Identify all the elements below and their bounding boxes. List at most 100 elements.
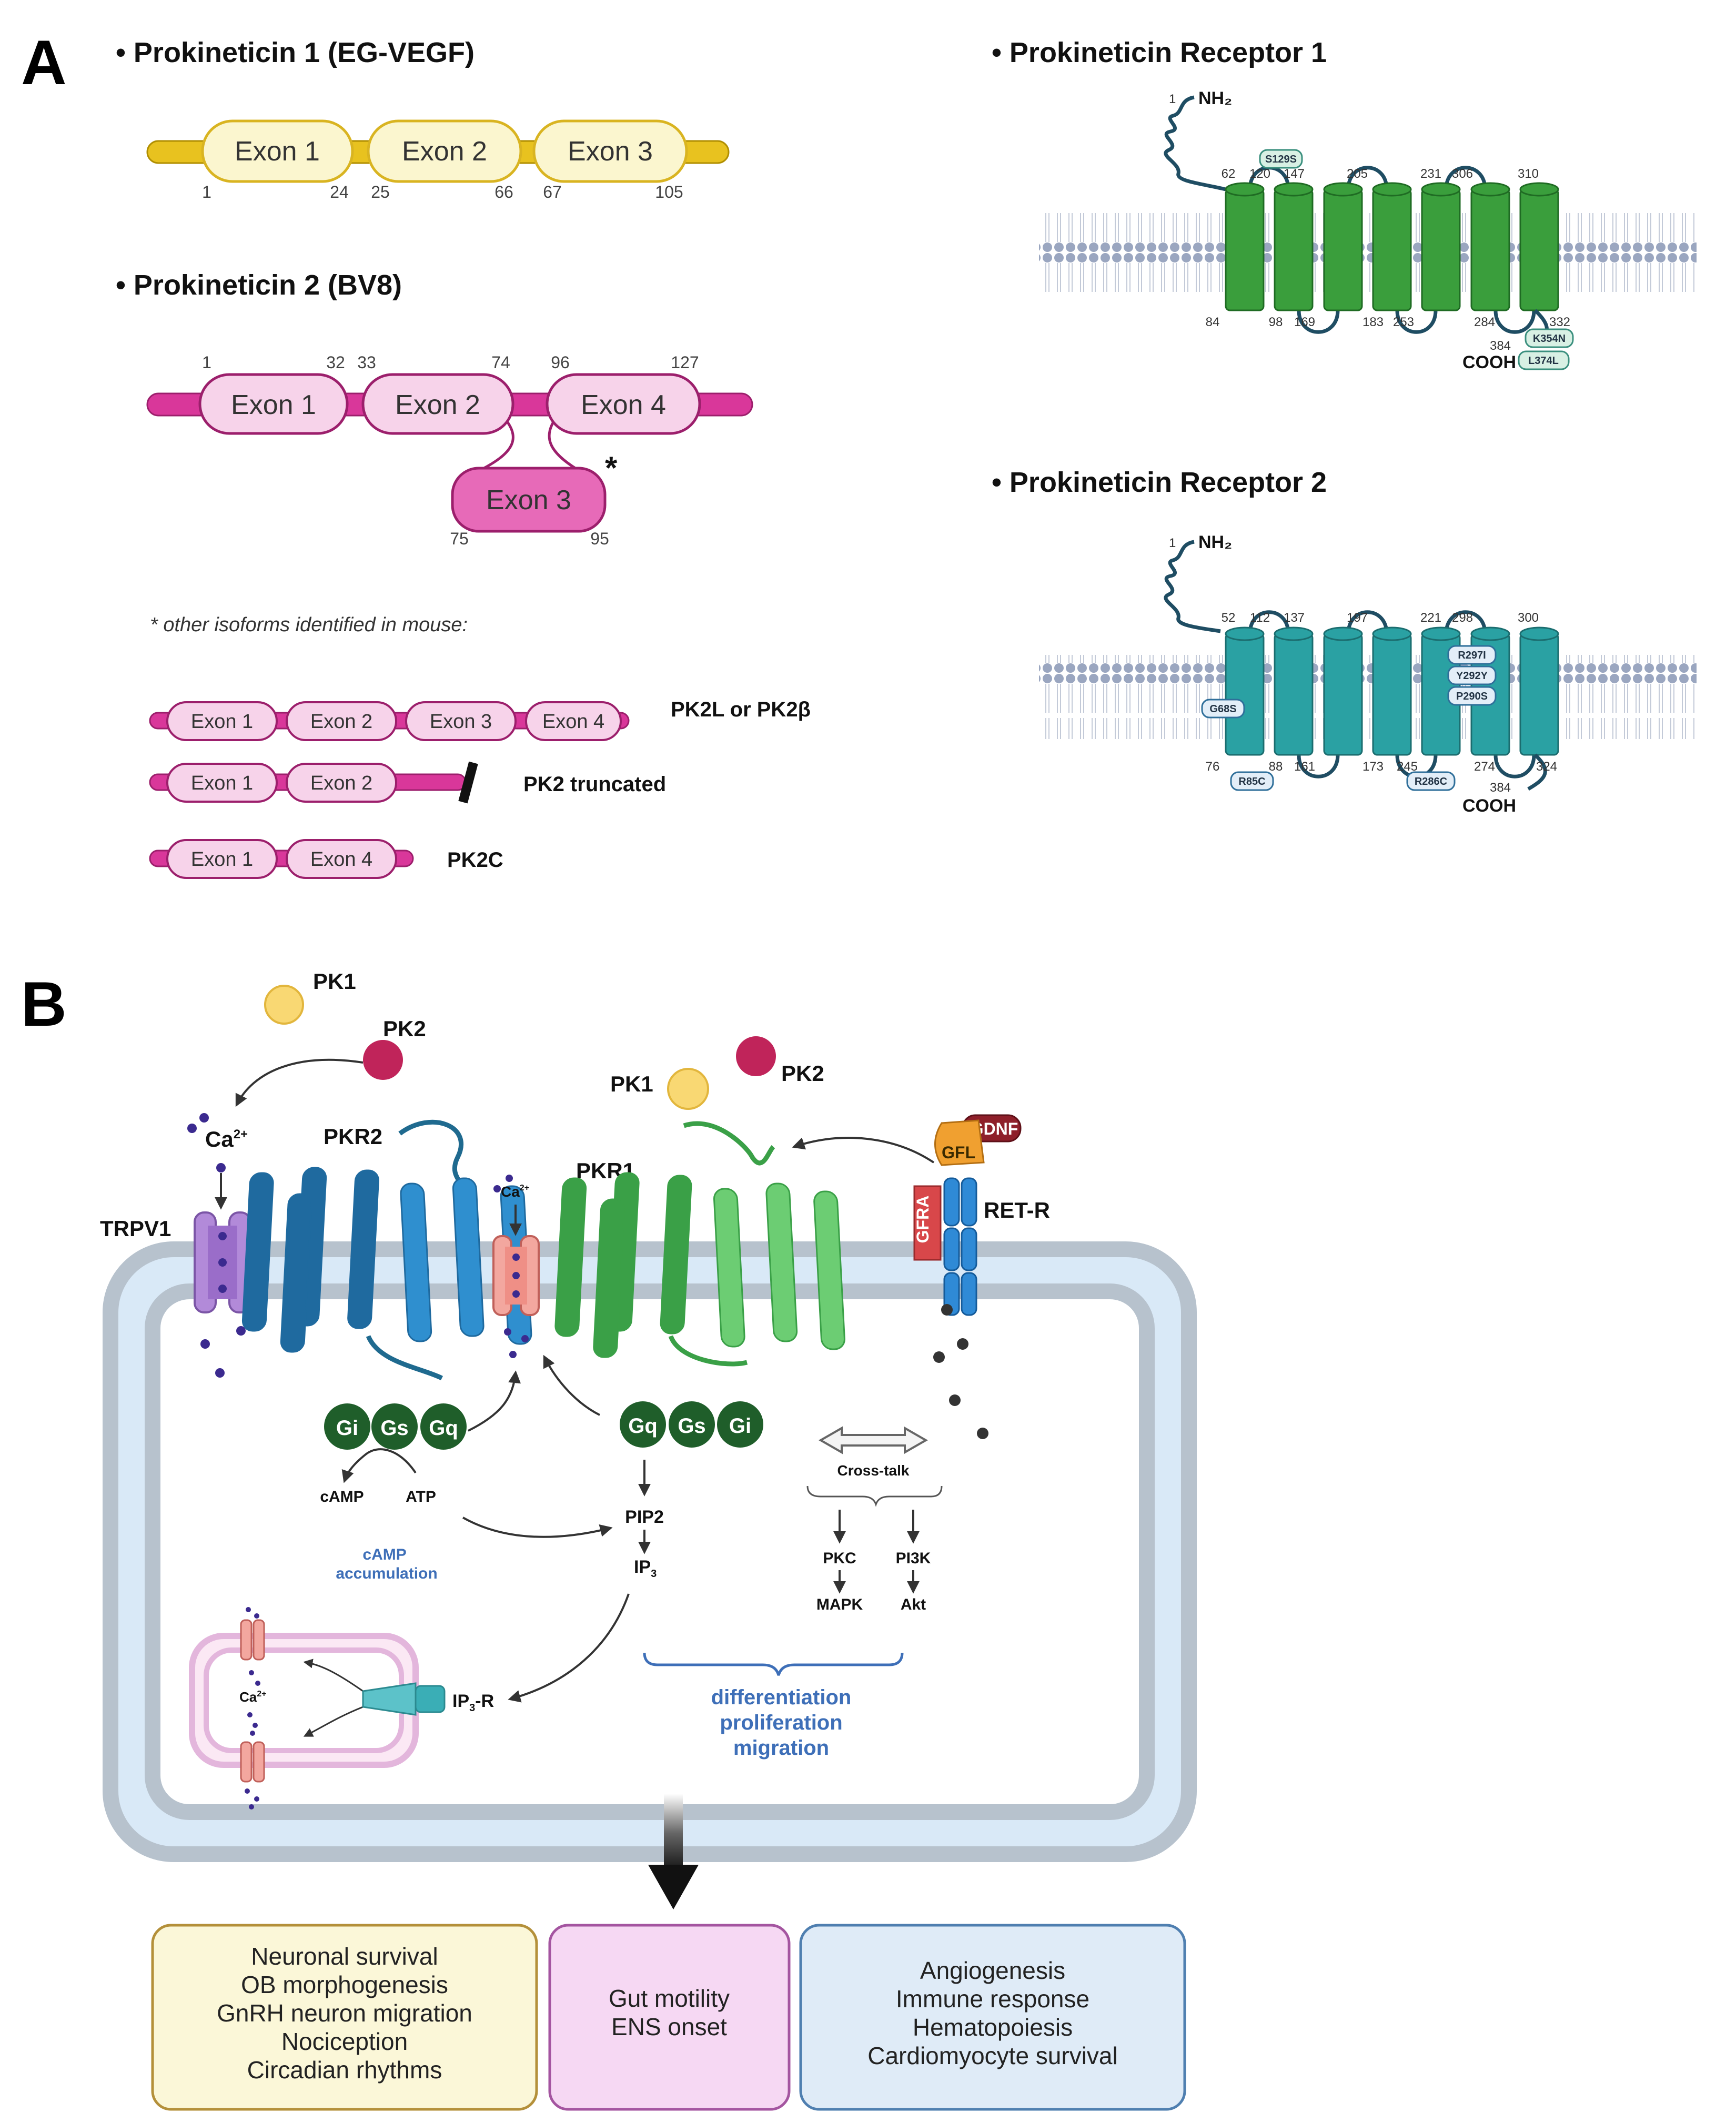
pkr1-num: 84 [1206, 315, 1220, 329]
ca-channel-icon [492, 1235, 540, 1316]
tm-helix [1470, 188, 1510, 311]
isoform-exon-label: Exon 1 [191, 772, 253, 794]
er-ca-label: Ca2+ [239, 1689, 267, 1705]
pkr2-num: 300 [1518, 611, 1539, 625]
pkr1-num: 120 [1249, 167, 1270, 181]
gfl-icon: GFL [934, 1119, 985, 1166]
pkr2-mutation-badge [1447, 686, 1497, 706]
pkr1-c-terminus: COOH [1462, 352, 1516, 372]
tm-helix [1519, 633, 1559, 756]
pkr1-mutation: S129S [1265, 154, 1297, 165]
pkr1-receptor-c-tail [668, 1335, 748, 1367]
pkr1-num: 284 [1474, 315, 1495, 329]
pk1-pos: 105 [655, 183, 683, 201]
pk1-title: • Prokineticin 1 (EG-VEGF) [116, 37, 475, 68]
pk2-exon-4-label: Exon 4 [581, 390, 666, 420]
pkr1-membrane [1039, 210, 1697, 295]
neuro-function: Neuronal survival [251, 1943, 438, 1970]
pk1-ligand-icon [667, 1068, 709, 1110]
trpv1-label: TRPV1 [100, 1216, 171, 1241]
pkr2-c-tail [1527, 753, 1547, 791]
pk1-gene-diagram: • Prokineticin 1 (EG-VEGF) Exon 1 Exon 2… [116, 37, 730, 201]
pk2-pos: 95 [590, 529, 609, 548]
isoform-exon [166, 839, 278, 879]
g-protein-label: Gi [336, 1417, 358, 1440]
pkr2-num: 112 [1250, 611, 1270, 625]
pkr2-num: 197 [1347, 611, 1368, 625]
pk1-exon-2 [367, 119, 522, 183]
pkr1-mutation: L374L [1528, 355, 1559, 367]
pkr2-membrane [1039, 655, 1697, 739]
output-arrow-shaft [664, 1794, 683, 1873]
tm-loop [1297, 310, 1340, 334]
tm-helix [1225, 633, 1265, 756]
isoform-exon [286, 763, 397, 803]
pkr1-mutation-badge [1525, 328, 1574, 348]
pk1-ligand-label: PK1 [313, 969, 356, 994]
tm-helix-cap [1323, 182, 1363, 197]
pkr1-num: 62 [1222, 167, 1236, 181]
ca-label-small: Ca2+ [501, 1184, 529, 1200]
pkr2-n-terminus: NH₂ [1198, 532, 1232, 552]
pi3k-label: PI3K [896, 1550, 931, 1567]
tm-helix [1372, 633, 1412, 756]
pk2-ligand-icon [736, 1036, 776, 1076]
tm-loop [1346, 610, 1389, 634]
tm-helix-cap [1519, 626, 1559, 641]
pk1-pos: 67 [543, 183, 562, 201]
tm-helix [1323, 188, 1363, 311]
pkr2-num: 76 [1206, 760, 1220, 774]
pkr2-topology: • Prokineticin Receptor 2 1 NH₂ COOH 52 … [992, 467, 1697, 816]
pkr2-mutation: R286C [1415, 776, 1447, 787]
isoform-exon-label: Exon 1 [191, 711, 253, 733]
isoform-exon [286, 701, 397, 741]
pk1-exon-2-label: Exon 2 [402, 136, 487, 167]
ip3r-label: IP3-R [452, 1691, 494, 1714]
pk2-pos: 33 [357, 353, 376, 372]
pkr2-num: 324 [1536, 760, 1557, 774]
pkr1-num: 205 [1347, 167, 1368, 181]
pk2-pos: 75 [450, 529, 469, 548]
pkr2-n-tail [1164, 540, 1221, 633]
pk2-splice-line [472, 415, 514, 475]
pk1-exon-1-label: Exon 1 [235, 136, 320, 167]
akt-label: Akt [901, 1596, 926, 1613]
isoform-exon [525, 701, 622, 741]
pkr1-receptor-icon [554, 1172, 845, 1358]
pk1-exon-3 [532, 119, 688, 183]
isoform-exon [405, 701, 517, 741]
isoform-exon [286, 839, 397, 879]
pk1-pos: 1 [202, 183, 211, 201]
tm-loop [1493, 754, 1536, 779]
tm-helix [1323, 633, 1363, 756]
tm-helix-cap [1323, 626, 1363, 641]
pk2-title: • Prokineticin 2 (BV8) [116, 269, 402, 301]
receptor-helix [593, 1198, 625, 1358]
g-protein-label: Gq [429, 1417, 458, 1440]
tm-helix [1372, 188, 1412, 311]
tm-helix [1519, 188, 1559, 311]
isoform-note: * other isoforms identified in mouse: [150, 614, 468, 636]
tm-loop [1248, 610, 1290, 634]
gut-functions-box [548, 1924, 791, 2111]
tm-loop [1395, 310, 1438, 334]
pip2-label: PIP2 [625, 1507, 664, 1527]
pkr2-n-index: 1 [1169, 536, 1176, 550]
pk2-ligand-label: PK2 [781, 1061, 824, 1086]
pk2-exon-3-label: Exon 3 [486, 485, 571, 515]
pk2-exon-2-label: Exon 2 [395, 390, 480, 420]
er-release-arrow [303, 1659, 364, 1692]
gfra-icon: GFRA [913, 1185, 942, 1261]
pkr1-num: 98 [1269, 315, 1283, 329]
pk2-exon-1 [198, 373, 349, 435]
ip3-receptor-icon [362, 1682, 446, 1716]
receptor-helix [241, 1172, 274, 1332]
pkr1-n-terminus: NH₂ [1198, 88, 1232, 108]
pkr1-num: 183 [1362, 315, 1384, 329]
pk2-pos: 1 [202, 353, 211, 372]
neuro-function: OB morphogenesis [241, 1971, 448, 1998]
pkr1-num: 310 [1518, 167, 1539, 181]
g-protein-label: Gq [628, 1414, 658, 1438]
ret-receptor-icon [943, 1177, 977, 1316]
panel-b-label: B [21, 969, 67, 1039]
